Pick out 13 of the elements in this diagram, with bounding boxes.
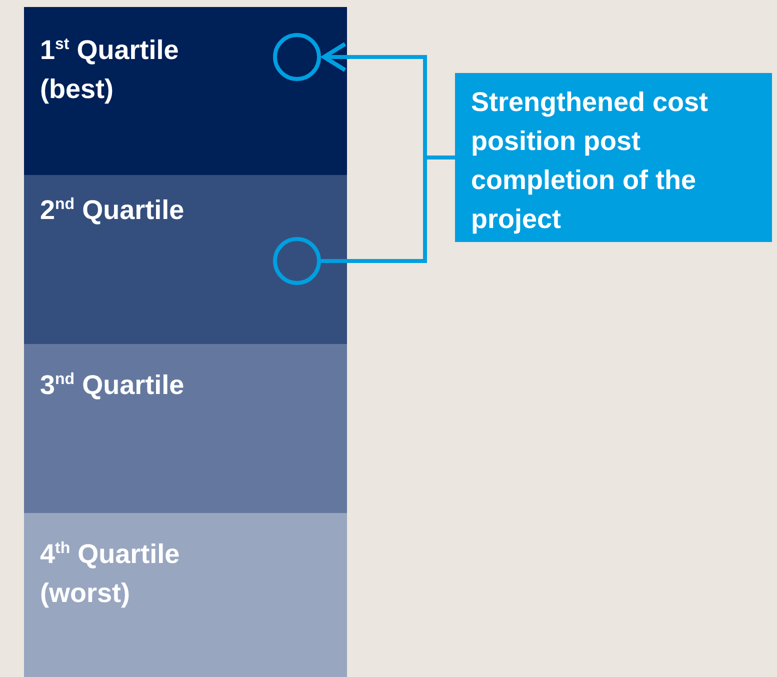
callout-box — [455, 73, 772, 242]
quartile-band — [24, 513, 347, 677]
callout-text: Strengthened cost position post completion of the project — [471, 86, 710, 236]
quartile-band — [24, 175, 347, 344]
band-label: 2$^{nd}$ Quartile — [40, 194, 186, 227]
quartile-band — [24, 7, 347, 175]
marker-circle — [273, 33, 321, 81]
marker-circle — [273, 237, 321, 285]
band-label: 1$^{st}$ Quartile (best) — [40, 34, 180, 106]
arrow — [322, 42, 455, 160]
quartile-band — [24, 344, 347, 513]
band-label: 4$^{th}$ Quartile (worst) — [40, 538, 181, 610]
band-label: 3$^{nd}$ Quartile — [40, 369, 186, 402]
